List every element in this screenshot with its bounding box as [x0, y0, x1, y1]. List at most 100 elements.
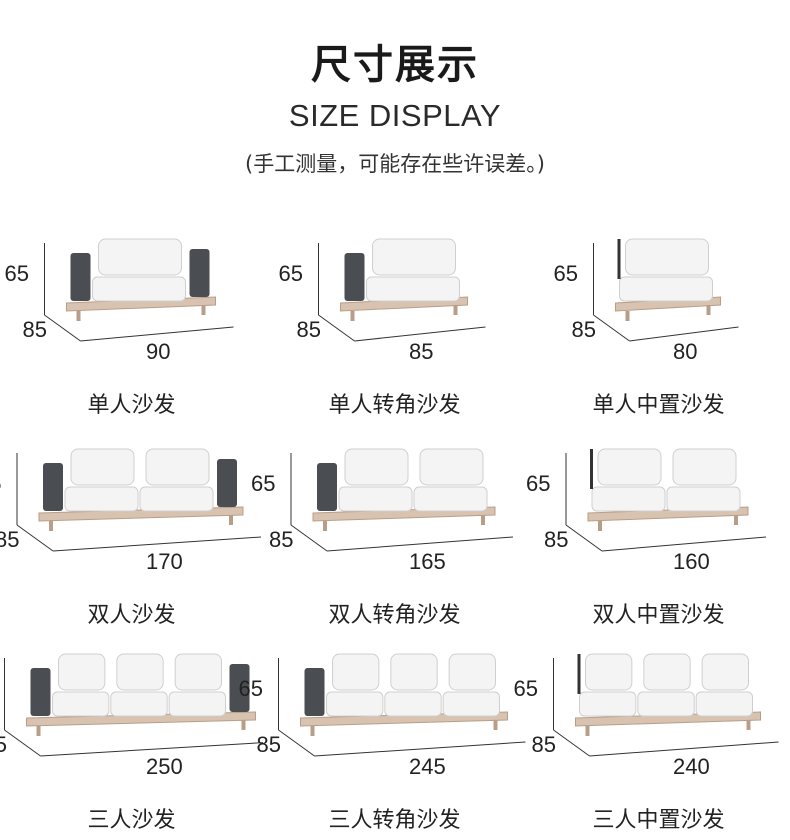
back-cushion	[372, 238, 456, 276]
width-dimension-line	[80, 326, 234, 342]
back-cushion	[643, 653, 691, 691]
page-subtitle: SIZE DISPLAY	[288, 98, 502, 133]
seat-cushion	[92, 276, 186, 302]
product-card-single-middle-sofa: 65 85 80 单人中置沙发	[527, 215, 790, 425]
left-armrest	[30, 668, 51, 716]
product-name: 三人沙发	[87, 808, 176, 833]
back-bar	[590, 449, 593, 489]
sofa-leg	[493, 720, 498, 730]
sofa-leg	[201, 305, 206, 315]
back-cushion	[419, 448, 484, 486]
page-title: 尺寸展示	[311, 42, 479, 88]
product-name: 单人转角沙发	[328, 393, 461, 418]
sofa-leg	[706, 305, 711, 315]
width-dimension-line	[629, 326, 739, 342]
sofa-illustration	[553, 653, 779, 757]
sofa-leg	[625, 311, 630, 321]
sofa-illustration	[44, 238, 234, 342]
back-cushion	[448, 653, 497, 691]
sofa-leg	[36, 726, 41, 736]
product-card-triple-corner-sofa: 65 85 245 三人转角沙发	[239, 630, 526, 840]
width-dimension-line	[601, 536, 767, 552]
sofa-leg	[241, 720, 246, 730]
depth-dimension-line	[565, 524, 603, 552]
sofa-illustration	[4, 653, 263, 757]
back-cushion	[174, 653, 223, 691]
sofa-illustration	[593, 238, 739, 342]
seat-cushion	[139, 486, 214, 512]
seat-cushion	[168, 691, 227, 717]
product-name: 双人转角沙发	[328, 603, 461, 628]
height-dimension: 65	[513, 676, 538, 701]
product-card-double-middle-sofa: 65 85 160 双人中置沙发	[526, 425, 790, 635]
depth-dimension: 85	[571, 317, 596, 342]
product-name: 单人中置沙发	[592, 393, 725, 418]
depth-dimension-line	[593, 314, 630, 342]
measurement-note: (手工测量，可能存在些许误差。)	[245, 152, 545, 176]
sofa-leg	[453, 305, 458, 315]
width-dimension: 240	[673, 754, 710, 779]
left-armrest	[43, 463, 63, 511]
depth-dimension: 85	[22, 317, 47, 342]
height-dimension: 65	[4, 261, 29, 286]
depth-dimension-line	[44, 314, 81, 342]
width-dimension: 90	[146, 339, 171, 364]
height-dimension: 65	[238, 676, 263, 701]
seat-cushion	[326, 691, 384, 717]
back-cushion	[145, 448, 210, 486]
seat-cushion	[666, 486, 741, 512]
height-dimension: 65	[0, 471, 1, 497]
back-cushion	[672, 448, 737, 486]
width-dimension: 245	[409, 754, 446, 779]
width-dimension-line	[589, 741, 779, 757]
seat-cushion	[695, 691, 754, 717]
product-name: 三人转角沙发	[328, 808, 461, 833]
product-name: 三人中置沙发	[592, 808, 725, 833]
right-armrest	[217, 459, 237, 507]
seat-cushion	[413, 486, 488, 512]
product-card-triple-middle-sofa: 65 85 240 三人中置沙发	[514, 630, 790, 840]
width-dimension-line	[314, 741, 526, 757]
depth-dimension: 85	[531, 732, 556, 757]
back-bar	[617, 239, 621, 279]
depth-dimension-line	[278, 729, 315, 757]
sofa-leg	[585, 726, 590, 736]
height-dimension: 65	[278, 261, 303, 286]
height-dimension: 65	[553, 261, 578, 286]
product-name: 双人中置沙发	[592, 603, 725, 628]
depth-dimension: 85	[296, 317, 321, 342]
width-dimension: 250	[146, 754, 183, 779]
product-card-single-corner-sofa: 65 85 85 单人转角沙发	[263, 215, 526, 425]
depth-dimension-line	[4, 729, 41, 757]
sofa-leg	[323, 521, 327, 531]
product-card-single-sofa: 65 85 90 单人沙发	[0, 215, 263, 425]
left-armrest	[70, 253, 91, 301]
left-armrest	[304, 668, 325, 716]
sofa-leg	[734, 515, 738, 525]
back-cushion	[58, 653, 106, 691]
seat-cushion	[110, 691, 168, 717]
seat-cushion	[637, 691, 695, 717]
product-card-double-corner-sofa: 65 85 165 双人转角沙发	[251, 425, 526, 635]
seat-cushion	[52, 691, 110, 717]
product-card-double-sofa: 65 85 170 双人沙发	[0, 425, 263, 635]
depth-dimension-line	[290, 524, 328, 552]
product-card-triple-sofa: 65 85 250 三人沙发	[0, 630, 263, 840]
width-dimension-line	[40, 742, 263, 757]
sofa-illustration	[565, 448, 767, 552]
sofa-leg	[49, 521, 53, 531]
depth-dimension-line	[16, 524, 54, 552]
seat-cushion	[591, 486, 666, 512]
width-dimension-line	[326, 536, 514, 552]
back-cushion	[332, 653, 380, 691]
left-armrest	[344, 253, 365, 301]
width-dimension-line	[354, 326, 486, 342]
depth-dimension: 85	[0, 732, 7, 757]
sofa-leg	[229, 515, 233, 525]
width-dimension-line	[52, 536, 262, 552]
sofa-leg	[310, 726, 315, 736]
seat-cushion	[579, 691, 637, 717]
width-dimension: 80	[673, 339, 698, 364]
sofa-illustration	[278, 653, 526, 757]
back-cushion	[585, 653, 633, 691]
